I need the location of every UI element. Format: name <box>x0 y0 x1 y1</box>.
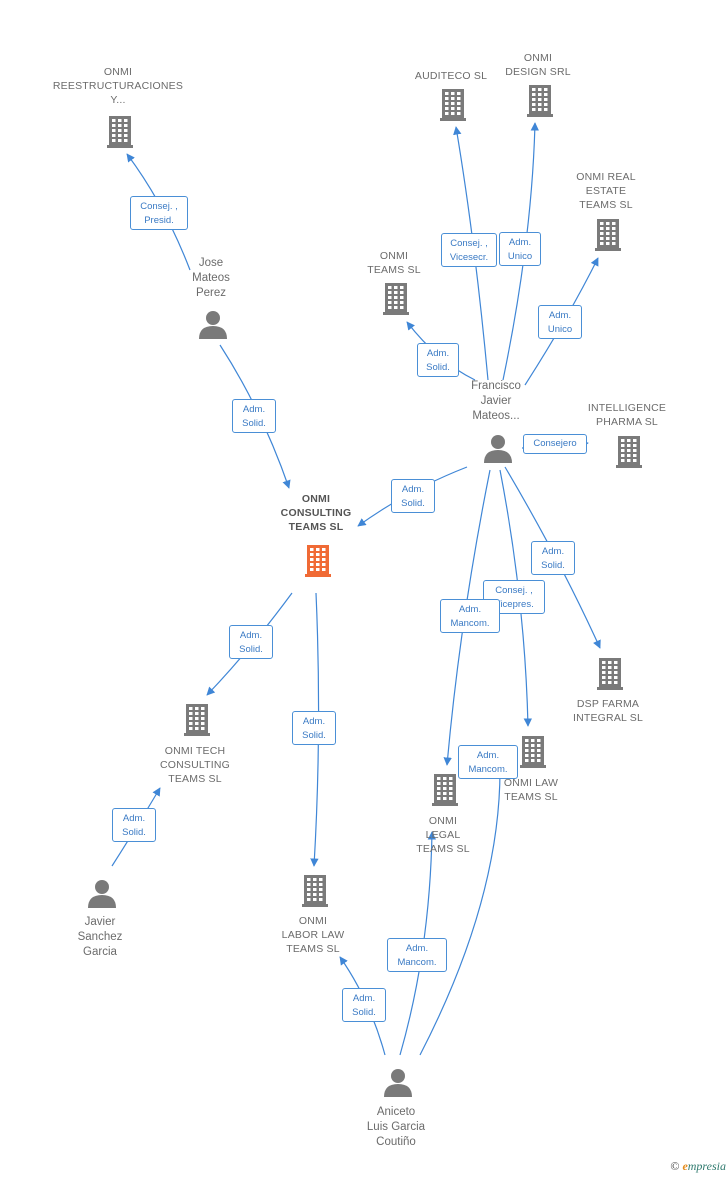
footer-brand[interactable]: © empresia <box>670 1159 726 1174</box>
node-label-intelligence-pharma[interactable]: INTELLIGENCE PHARMA SL <box>587 402 667 428</box>
onmi-design-building-icon[interactable] <box>527 85 553 117</box>
onmi-reestructuraciones-building-icon[interactable] <box>107 116 133 148</box>
edge-label-jose-mateos-to-onmi-consulting[interactable]: Adm. Solid. <box>232 399 276 433</box>
onmi-consulting-building-icon[interactable] <box>305 545 331 577</box>
node-label-auditeco[interactable]: AUDITECO SL <box>414 70 488 82</box>
edge-label-onmi-consulting-to-onmi-labor-law[interactable]: Adm. Solid. <box>292 711 336 745</box>
edge-label-francisco-javier-to-dsp-farma[interactable]: Adm. Solid. <box>531 541 575 575</box>
edge-label-francisco-javier-to-onmi-consulting[interactable]: Adm. Solid. <box>391 479 435 513</box>
francisco-javier-person-icon[interactable] <box>484 435 512 463</box>
copyright-symbol: © <box>670 1159 680 1173</box>
onmi-real-estate-building-icon[interactable] <box>595 219 621 251</box>
edge-label-francisco-javier-to-onmi-legal[interactable]: Adm. Mancom. <box>440 599 500 633</box>
javier-sanchez-person-icon[interactable] <box>88 880 116 908</box>
edge-label-francisco-javier-to-auditeco[interactable]: Consej. , Vicesecr. <box>441 233 497 267</box>
brand-initial: e <box>682 1159 688 1173</box>
edge-label-francisco-javier-to-onmi-teams[interactable]: Adm. Solid. <box>417 343 459 377</box>
edge-label-francisco-javier-to-onmi-real-estate[interactable]: Adm. Unico <box>538 305 582 339</box>
edge-label-aniceto-luis-to-onmi-legal[interactable]: Adm. Mancom. <box>387 938 447 972</box>
edge-label-aniceto-luis-to-onmi-law[interactable]: Adm. Mancom. <box>458 745 518 779</box>
edge-label-jose-mateos-to-onmi-reestructuraciones[interactable]: Consej. , Presid. <box>130 196 188 230</box>
node-label-francisco-javier[interactable]: Francisco Javier Mateos... <box>471 380 521 422</box>
onmi-teams-building-icon[interactable] <box>383 283 409 315</box>
onmi-tech-building-icon[interactable] <box>184 704 210 736</box>
edge-label-francisco-javier-to-intelligence-pharma[interactable]: Consejero <box>523 434 587 454</box>
edge-label-javier-sanchez-to-onmi-tech[interactable]: Adm. Solid. <box>112 808 156 842</box>
edge-label-onmi-consulting-to-onmi-tech[interactable]: Adm. Solid. <box>229 625 273 659</box>
brand-name: mpresia <box>687 1159 726 1173</box>
edge-label-aniceto-luis-to-onmi-labor-law[interactable]: Adm. Solid. <box>342 988 386 1022</box>
aniceto-luis-person-icon[interactable] <box>384 1069 412 1097</box>
intelligence-pharma-building-icon[interactable] <box>616 436 642 468</box>
onmi-legal-building-icon[interactable] <box>432 774 458 806</box>
node-label-onmi-tech[interactable]: ONMI TECH CONSULTING TEAMS SL <box>159 745 231 785</box>
node-label-jose-mateos[interactable]: Jose Mateos Perez <box>192 257 230 299</box>
node-label-onmi-reestructuraciones[interactable]: ONMI REESTRUCTURACIONES Y... <box>52 66 184 106</box>
edge-aniceto-luis-to-onmi-law <box>419 769 505 1056</box>
node-label-onmi-legal[interactable]: ONMI LEGAL TEAMS SL <box>416 815 470 855</box>
onmi-labor-law-building-icon[interactable] <box>302 875 328 907</box>
node-label-onmi-consulting[interactable]: ONMI CONSULTING TEAMS SL <box>280 493 352 533</box>
node-label-dsp-farma[interactable]: DSP FARMA INTEGRAL SL <box>572 698 644 724</box>
node-label-aniceto-luis[interactable]: Aniceto Luis Garcia Coutiño <box>366 1106 426 1148</box>
node-label-javier-sanchez[interactable]: Javier Sanchez Garcia <box>77 916 123 958</box>
node-label-onmi-design[interactable]: ONMI DESIGN SRL <box>505 52 571 78</box>
node-label-onmi-teams[interactable]: ONMI TEAMS SL <box>367 250 421 276</box>
edge-label-francisco-javier-to-onmi-design[interactable]: Adm. Unico <box>499 232 541 266</box>
onmi-law-building-icon[interactable] <box>520 736 546 768</box>
dsp-farma-building-icon[interactable] <box>597 658 623 690</box>
jose-mateos-person-icon[interactable] <box>199 311 227 339</box>
node-label-onmi-real-estate[interactable]: ONMI REAL ESTATE TEAMS SL <box>576 171 636 211</box>
auditeco-building-icon[interactable] <box>440 89 466 121</box>
node-label-onmi-labor-law[interactable]: ONMI LABOR LAW TEAMS SL <box>281 915 345 955</box>
node-label-onmi-law[interactable]: ONMI LAW TEAMS SL <box>503 777 559 803</box>
